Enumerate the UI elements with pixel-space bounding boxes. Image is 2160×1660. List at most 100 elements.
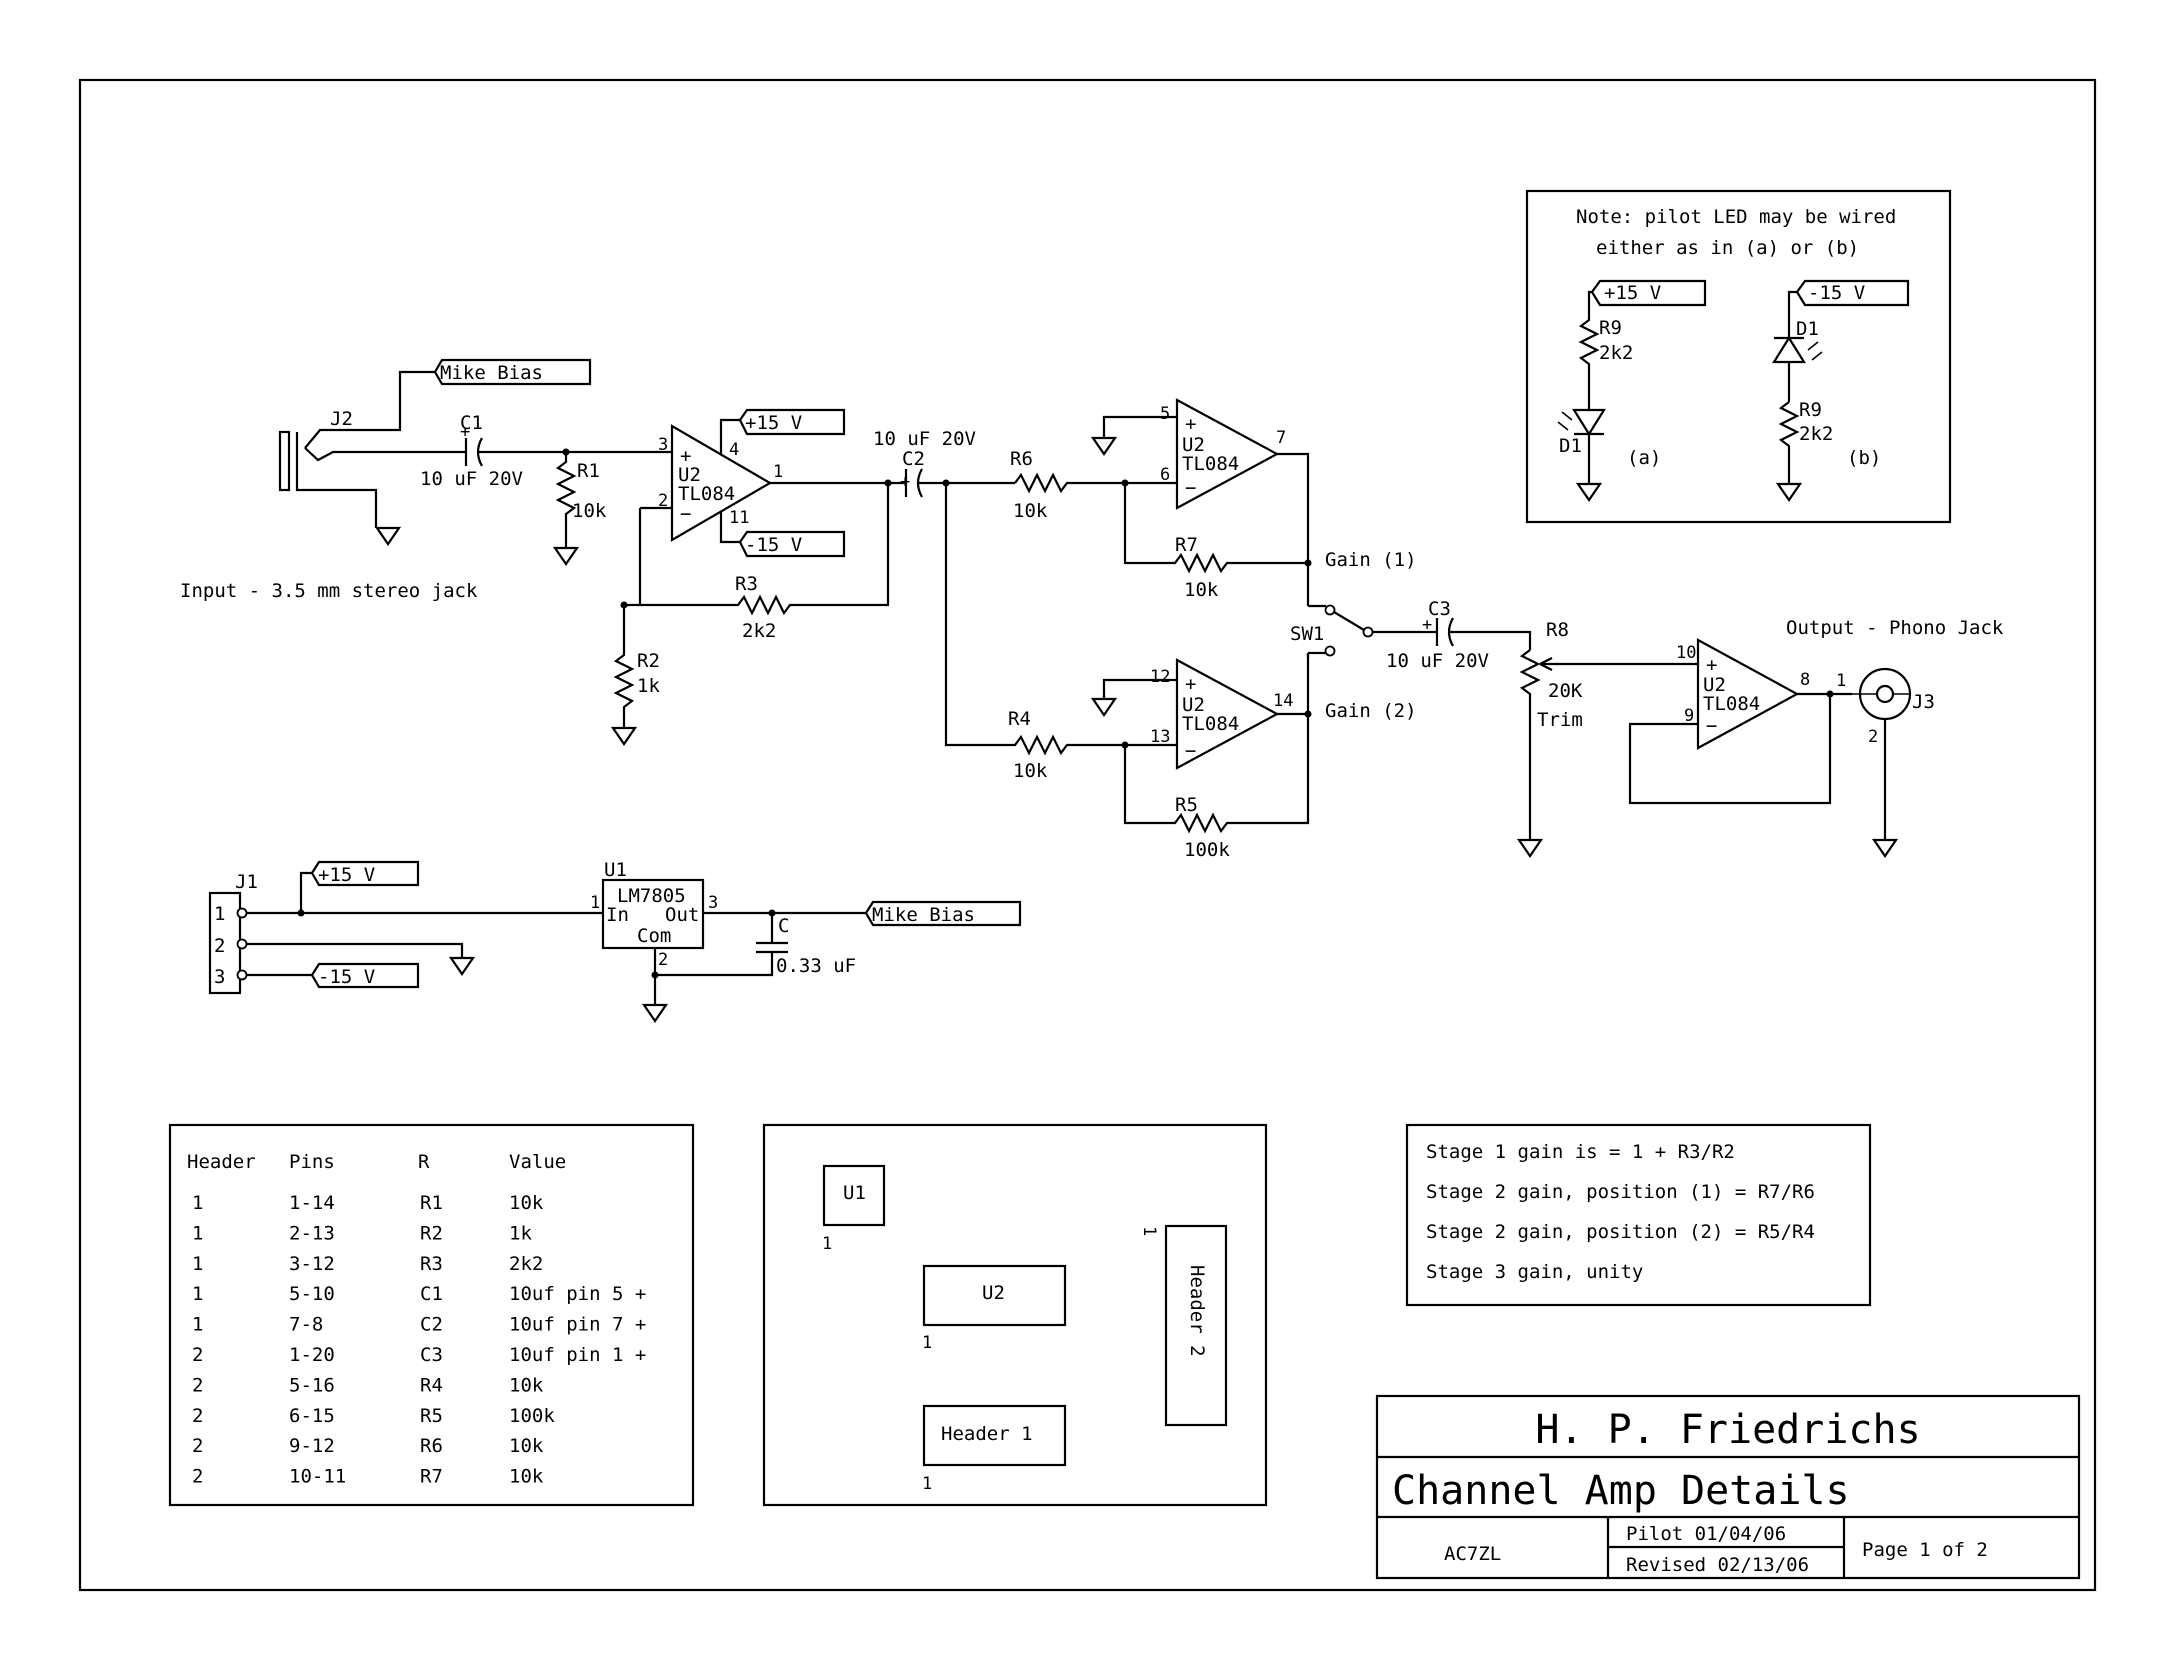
svg-text:2k2: 2k2 — [742, 620, 776, 642]
svg-text:R2: R2 — [637, 650, 660, 672]
svg-text:6: 6 — [1160, 465, 1170, 485]
svg-text:TL084: TL084 — [1703, 693, 1760, 715]
svg-text:either as in (a) or (b): either as in (a) or (b) — [1596, 237, 1859, 259]
svg-text:Stage 3 gain, unity: Stage 3 gain, unity — [1426, 1261, 1643, 1283]
svg-text:11: 11 — [729, 508, 749, 528]
svg-text:14: 14 — [1273, 691, 1293, 711]
mike-bias-tag-bottom: Mike Bias — [864, 900, 1022, 927]
table-cell: C2 — [420, 1314, 443, 1336]
table-cell: 1 — [192, 1222, 203, 1244]
rail-tag-neg-j1: -15 V — [310, 962, 420, 989]
svg-text:TL084: TL084 — [1182, 453, 1239, 475]
capacitor-c3: + C3 10 uF 20V — [1386, 598, 1532, 672]
table-cell: 3-12 — [289, 1253, 335, 1275]
svg-text:In: In — [606, 904, 629, 926]
table-cell: R4 — [420, 1374, 443, 1396]
svg-text:Trim: Trim — [1537, 709, 1583, 731]
svg-text:10 uF 20V: 10 uF 20V — [1386, 650, 1489, 672]
table-cell: R1 — [420, 1192, 443, 1214]
table-cell: 10k — [509, 1435, 544, 1457]
page-number: Page 1 of 2 — [1862, 1539, 1988, 1561]
svg-text:10 uF 20V: 10 uF 20V — [420, 468, 523, 490]
svg-text:2: 2 — [658, 491, 668, 511]
svg-text:8: 8 — [1800, 670, 1810, 690]
svg-text:13: 13 — [1150, 727, 1170, 747]
svg-text:10k: 10k — [572, 500, 607, 522]
svg-text:Stage 1 gain is = 1 + R3/R2: Stage 1 gain is = 1 + R3/R2 — [1426, 1141, 1735, 1163]
svg-text:+: + — [680, 445, 691, 467]
svg-text:+15 V: +15 V — [318, 864, 375, 886]
svg-text:Pins: Pins — [289, 1151, 335, 1173]
svg-text:1: 1 — [922, 1333, 932, 1353]
svg-text:3: 3 — [708, 893, 718, 913]
callsign: AC7ZL — [1444, 1543, 1501, 1565]
svg-text:SW1: SW1 — [1290, 623, 1324, 645]
table-cell: 2 — [192, 1374, 203, 1396]
svg-text:R3: R3 — [735, 573, 758, 595]
svg-text:R7: R7 — [1175, 534, 1198, 556]
svg-text:Gain (2): Gain (2) — [1325, 700, 1417, 722]
svg-text:1k: 1k — [637, 675, 660, 697]
table-cell: 10uf pin 1 + — [509, 1344, 646, 1366]
power-header-j1: J1 1 2 3 — [208, 871, 590, 995]
board-layout: U1 1 U2 1 Header 1 1 Header 2 1 — [762, 1123, 1268, 1507]
mike-bias-tag-top: Mike Bias — [433, 358, 592, 386]
table-cell: 2 — [192, 1435, 203, 1457]
svg-text:Output - Phono Jack: Output - Phono Jack — [1786, 617, 2004, 639]
table-cell: 9-12 — [289, 1435, 335, 1457]
svg-text:+: + — [1185, 413, 1196, 435]
table-cell: 1 — [192, 1253, 203, 1275]
svg-text:2k2: 2k2 — [1599, 342, 1633, 364]
table-cell: 10-11 — [289, 1466, 346, 1488]
svg-text:−: − — [1185, 477, 1196, 499]
table-cell: R3 — [420, 1253, 443, 1275]
svg-text:1: 1 — [1139, 1226, 1159, 1236]
svg-text:12: 12 — [1150, 667, 1170, 687]
svg-text:R4: R4 — [1008, 708, 1031, 730]
svg-text:−: − — [680, 503, 691, 525]
svg-text:10 uF 20V: 10 uF 20V — [873, 428, 976, 450]
sheet-border — [78, 78, 2097, 1592]
svg-text:1: 1 — [214, 903, 225, 925]
revised-date: Revised 02/13/06 — [1626, 1554, 1809, 1576]
svg-text:U1: U1 — [843, 1182, 866, 1204]
table-cell: 2-13 — [289, 1222, 335, 1244]
svg-text:1: 1 — [773, 462, 783, 482]
opamp-u2d: + − U2 TL084 10 9 8 — [1628, 638, 1852, 805]
layout-u1 — [822, 1164, 886, 1227]
table-cell: 10k — [509, 1374, 544, 1396]
rail-tag-neg-u2a: -15 V — [738, 530, 846, 558]
svg-text:7: 7 — [1276, 428, 1286, 448]
svg-text:1: 1 — [1836, 671, 1846, 691]
svg-text:R9: R9 — [1599, 317, 1622, 339]
svg-text:C2: C2 — [902, 448, 925, 470]
pilot-led-note: Note: pilot LED may be wired either as i… — [1525, 189, 1952, 524]
table-cell: 2 — [192, 1466, 203, 1488]
table-cell: 1-14 — [289, 1192, 335, 1214]
svg-text:3: 3 — [214, 966, 225, 988]
svg-text:R: R — [418, 1151, 430, 1173]
pilot-date: Pilot 01/04/06 — [1626, 1523, 1786, 1545]
svg-text:C: C — [778, 915, 789, 937]
svg-text:+: + — [460, 422, 470, 442]
svg-text:D1: D1 — [1796, 318, 1819, 340]
table-cell: R7 — [420, 1466, 443, 1488]
potentiometer-r8: R8 20K Trim — [1517, 619, 1698, 858]
switch-sw1: SW1 Gain (1) Gain (2) — [1290, 549, 1427, 722]
table-cell: 7-8 — [289, 1314, 323, 1336]
svg-text:100k: 100k — [1184, 839, 1230, 861]
svg-text:U2: U2 — [678, 464, 701, 486]
layout-header-1 — [922, 1404, 1067, 1467]
svg-text:Header: Header — [187, 1151, 256, 1173]
opamp-u2b: + − U2 TL084 5 6 7 — [1091, 398, 1310, 563]
svg-text:Gain (1): Gain (1) — [1325, 549, 1417, 571]
resistor-r7: R7 10k — [1123, 483, 1312, 601]
svg-text:U1: U1 — [604, 859, 627, 881]
table-cell: 10uf pin 5 + — [509, 1283, 646, 1305]
capacitor-c1: + C1 10 uF 20V — [420, 412, 566, 490]
svg-text:C3: C3 — [1428, 598, 1451, 620]
resistor-r6: R6 10k — [1010, 448, 1165, 522]
feedback-r3-r2: R3 2k2 R2 1k — [611, 479, 892, 746]
svg-text:−: − — [1706, 715, 1717, 737]
svg-text:2k2: 2k2 — [1799, 423, 1833, 445]
